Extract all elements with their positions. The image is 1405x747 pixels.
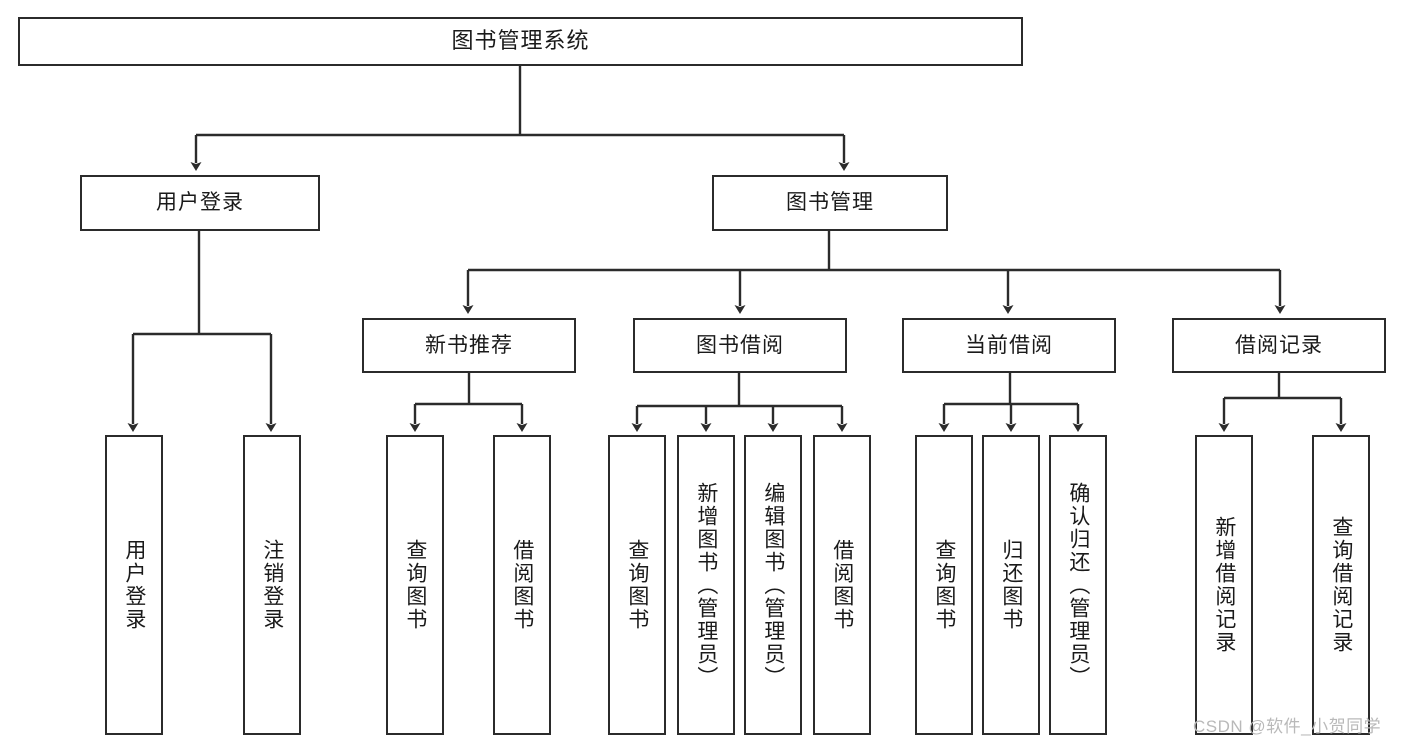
node-leaf-edit-book[interactable]: 编辑图书（管理员） xyxy=(744,435,802,735)
node-current-borrow[interactable]: 当前借阅 xyxy=(902,318,1116,373)
node-leaf-borrow-book-2[interactable]: 借阅图书 xyxy=(813,435,871,735)
node-user-login[interactable]: 用户登录 xyxy=(80,175,320,231)
node-leaf-query-borrow-record-label: 查询借阅记录 xyxy=(1329,516,1353,654)
node-leaf-user-login[interactable]: 用户登录 xyxy=(105,435,163,735)
node-leaf-add-book-label: 新增图书（管理员） xyxy=(694,481,718,689)
node-leaf-user-logout-label: 注销登录 xyxy=(260,539,284,631)
node-book-borrow[interactable]: 图书借阅 xyxy=(633,318,847,373)
node-leaf-confirm-return[interactable]: 确认归还（管理员） xyxy=(1049,435,1107,735)
node-leaf-add-book[interactable]: 新增图书（管理员） xyxy=(677,435,735,735)
node-current-borrow-label: 当前借阅 xyxy=(965,333,1053,357)
node-leaf-query-book-2[interactable]: 查询图书 xyxy=(608,435,666,735)
node-leaf-query-book-3-label: 查询图书 xyxy=(932,539,956,631)
node-borrow-record-label: 借阅记录 xyxy=(1235,333,1323,357)
node-leaf-add-borrow-record[interactable]: 新增借阅记录 xyxy=(1195,435,1253,735)
node-leaf-confirm-return-label: 确认归还（管理员） xyxy=(1066,481,1090,689)
node-leaf-user-logout[interactable]: 注销登录 xyxy=(243,435,301,735)
node-borrow-record[interactable]: 借阅记录 xyxy=(1172,318,1386,373)
node-user-login-label: 用户登录 xyxy=(156,191,244,215)
node-root-label: 图书管理系统 xyxy=(451,28,590,54)
node-new-book-recommend-label: 新书推荐 xyxy=(425,333,513,357)
node-root[interactable]: 图书管理系统 xyxy=(18,17,1023,66)
node-leaf-add-borrow-record-label: 新增借阅记录 xyxy=(1212,516,1236,654)
node-leaf-return-book[interactable]: 归还图书 xyxy=(982,435,1040,735)
node-leaf-query-book-1-label: 查询图书 xyxy=(403,539,427,631)
node-leaf-borrow-book-2-label: 借阅图书 xyxy=(830,539,854,631)
node-leaf-query-book-1[interactable]: 查询图书 xyxy=(386,435,444,735)
node-book-management[interactable]: 图书管理 xyxy=(712,175,948,231)
node-leaf-edit-book-label: 编辑图书（管理员） xyxy=(761,481,785,689)
node-book-borrow-label: 图书借阅 xyxy=(696,333,784,357)
node-leaf-return-book-label: 归还图书 xyxy=(999,539,1023,631)
node-leaf-query-book-3[interactable]: 查询图书 xyxy=(915,435,973,735)
node-leaf-query-borrow-record[interactable]: 查询借阅记录 xyxy=(1312,435,1370,735)
node-leaf-borrow-book-1-label: 借阅图书 xyxy=(510,539,534,631)
node-leaf-borrow-book-1[interactable]: 借阅图书 xyxy=(493,435,551,735)
node-leaf-query-book-2-label: 查询图书 xyxy=(625,539,649,631)
node-new-book-recommend[interactable]: 新书推荐 xyxy=(362,318,576,373)
node-book-management-label: 图书管理 xyxy=(786,191,874,215)
node-leaf-user-login-label: 用户登录 xyxy=(122,539,146,631)
csdn-watermark: CSDN @软件_小贺同学 xyxy=(1193,717,1382,736)
